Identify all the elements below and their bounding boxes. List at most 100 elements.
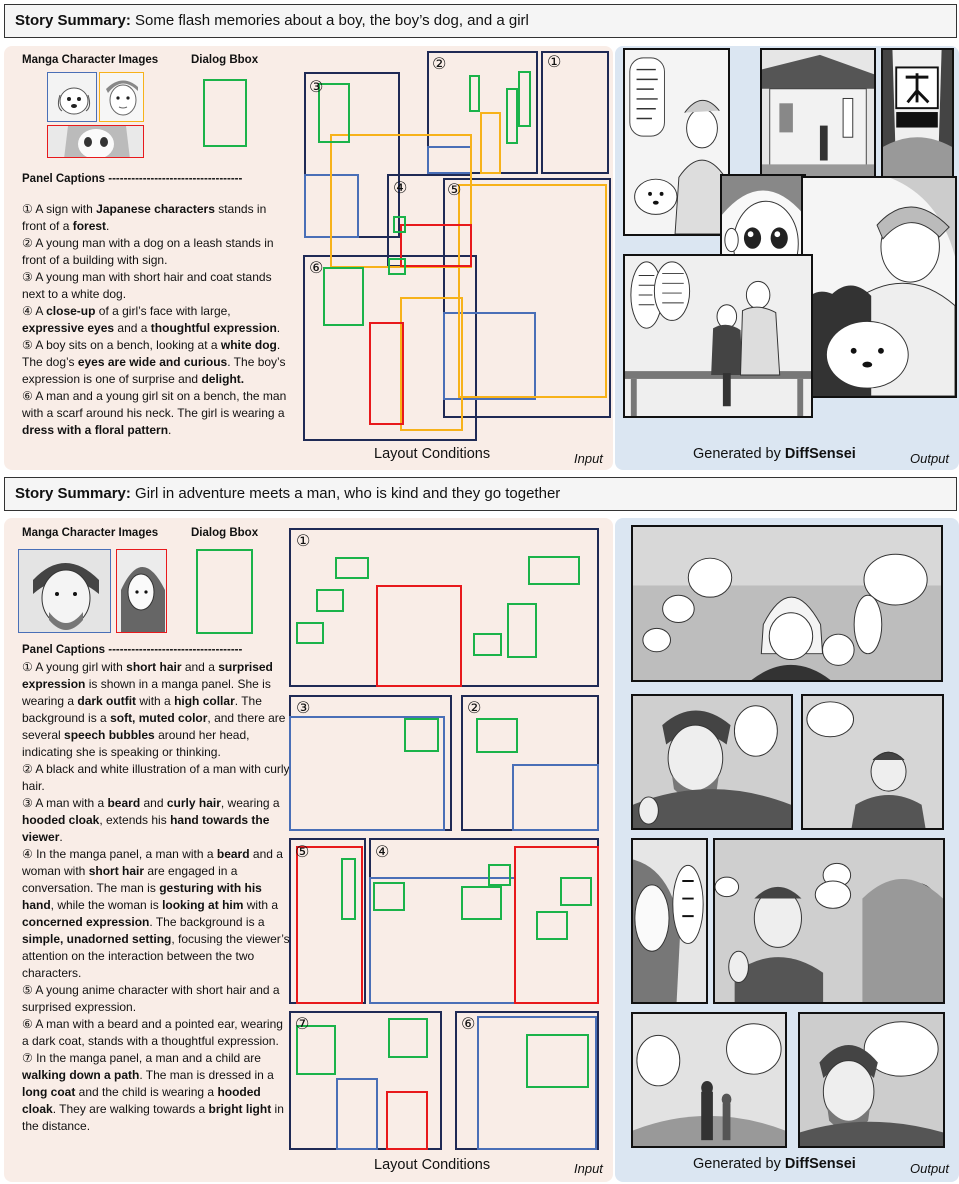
summary-text: Some flash memories about a boy, the boy… — [130, 12, 529, 29]
dialog-bbox — [469, 75, 480, 112]
manga-panel-man-girl-bench — [623, 254, 813, 418]
panel-number-7: ⑦ — [295, 1014, 310, 1033]
char-images-header: Manga Character Images — [22, 54, 159, 66]
caption-list: ① A young girl with short hair and a sur… — [22, 659, 290, 1135]
layout-conditions-label: Layout Conditions — [374, 1157, 491, 1173]
char-image-dog — [47, 72, 97, 122]
dialog-bbox — [388, 258, 406, 275]
manga-panel-boy-bench-dog — [801, 176, 957, 398]
char-bbox — [514, 846, 599, 1004]
panel-caption: ④ A close-up of a girl’s face with large… — [22, 304, 281, 335]
char-bbox — [480, 112, 501, 174]
generated-prefix: Generated by — [693, 446, 785, 462]
output-label: Output — [910, 1161, 950, 1176]
dialog-bbox — [335, 557, 369, 579]
panel-caption: ⑥ A man with a beard and a pointed ear, … — [22, 1017, 283, 1048]
panel-caption: ⑥ A man and a young girl sit on a bench,… — [22, 389, 287, 437]
manga-panel-sign — [881, 48, 954, 178]
captions-title: Panel Captions -------------------------… — [22, 644, 243, 656]
panel-caption: ③ A man with a beard and curly hair, wea… — [22, 796, 280, 844]
dialog-bbox — [296, 622, 324, 644]
panel-caption: ⑤ A young anime character with short hai… — [22, 983, 280, 1014]
char-bbox — [376, 585, 462, 687]
dialog-bbox — [473, 633, 502, 656]
layout-panel-1 — [541, 51, 609, 174]
output-panel-1: Generated by DiffSensei Output — [615, 46, 959, 470]
layout-panel-6 — [303, 255, 477, 441]
input-panel-1: Manga Character Images Dialog Bbox Panel… — [4, 46, 613, 470]
dialog-bbox — [393, 216, 406, 233]
manga-panel-boy-dog — [623, 48, 730, 236]
panel-caption: ② A young man with a dog on a leash stan… — [22, 236, 274, 267]
input-panel-2: Manga Character Images Dialog Bbox Panel… — [4, 518, 613, 1182]
summary-label: Story Summary: — [15, 12, 131, 29]
dialog-bbox — [506, 88, 518, 144]
dialog-header: Dialog Bbox — [191, 54, 259, 66]
char-bbox — [330, 134, 472, 268]
dialog-bbox — [526, 1034, 589, 1088]
manga-panel-man-small — [801, 694, 944, 830]
char-bbox — [296, 846, 363, 1004]
panel-number-3: ③ — [309, 77, 324, 96]
dialog-bbox — [316, 589, 344, 612]
input-label: Input — [574, 451, 603, 466]
char-bbox — [443, 312, 536, 400]
dialog-bbox — [507, 603, 537, 658]
char-bbox — [400, 224, 472, 267]
dialog-bbox — [536, 911, 568, 940]
char-image-bearded-man — [18, 549, 111, 633]
dialog-bbox — [560, 877, 592, 906]
panel-number-4: ④ — [393, 178, 408, 197]
dialog-bbox — [341, 858, 356, 920]
panel-caption: ④ In the manga panel, a man with a beard… — [22, 847, 290, 980]
dialog-bbox — [373, 882, 405, 911]
dialog-bbox — [488, 864, 511, 886]
char-image-girl — [116, 549, 167, 633]
dialog-bbox — [518, 71, 531, 127]
panel-number-2: ② — [432, 54, 447, 73]
manga-panel-man-hand — [631, 694, 793, 830]
char-bbox — [289, 716, 445, 831]
panel-caption: ① A young girl with short hair and a sur… — [22, 660, 286, 759]
panel-number-4: ④ — [375, 842, 390, 861]
output-panel-2: Generated by DiffSensei Output — [615, 518, 959, 1182]
panel-caption: ⑤ A boy sits on a bench, looking at a wh… — [22, 338, 286, 386]
panel-caption: ③ A young man with short hair and coat s… — [22, 270, 272, 301]
generated-by-label: Generated by DiffSensei — [693, 446, 856, 462]
char-bbox — [386, 1091, 428, 1150]
char-bbox — [369, 322, 404, 425]
panel-number-5: ⑤ — [447, 180, 462, 199]
panel-number-6: ⑥ — [309, 258, 324, 277]
char-bbox — [477, 1016, 597, 1150]
panel-caption: ① A sign with Japanese characters stands… — [22, 202, 267, 233]
dialog-header: Dialog Bbox — [191, 527, 259, 539]
dialog-bbox — [476, 718, 518, 753]
input-label: Input — [574, 1161, 603, 1176]
panel-caption: ② A black and white illustration of a ma… — [22, 762, 290, 793]
story-summary-2: Story Summary: Girl in adventure meets a… — [4, 477, 957, 511]
manga-panel-girl-side — [631, 838, 708, 1004]
dialog-bbox — [404, 718, 439, 752]
char-bbox — [512, 764, 599, 831]
dialog-bbox — [528, 556, 580, 585]
dialog-bbox — [318, 83, 350, 143]
char-image-girl — [47, 125, 144, 158]
summary-label: Story Summary: — [15, 485, 131, 502]
char-bbox — [458, 184, 607, 398]
char-images-header: Manga Character Images — [22, 527, 159, 539]
dialog-bbox — [296, 1025, 336, 1075]
model-name: DiffSensei — [784, 1156, 856, 1172]
model-name: DiffSensei — [784, 446, 856, 462]
panel-number-1: ① — [296, 531, 311, 550]
char-bbox — [336, 1078, 378, 1150]
layout-conditions-label: Layout Conditions — [374, 446, 491, 462]
generated-by-label: Generated by DiffSensei — [693, 1156, 856, 1172]
manga-panel-building — [760, 48, 876, 178]
panel-number-2: ② — [467, 698, 482, 717]
panel-number-1: ① — [547, 52, 562, 71]
char-bbox — [400, 297, 463, 431]
generated-prefix: Generated by — [693, 1156, 785, 1172]
panel-number-6: ⑥ — [461, 1014, 476, 1033]
panel-number-3: ③ — [296, 698, 311, 717]
panel-caption: ⑦ In the manga panel, a man and a child … — [22, 1051, 284, 1133]
